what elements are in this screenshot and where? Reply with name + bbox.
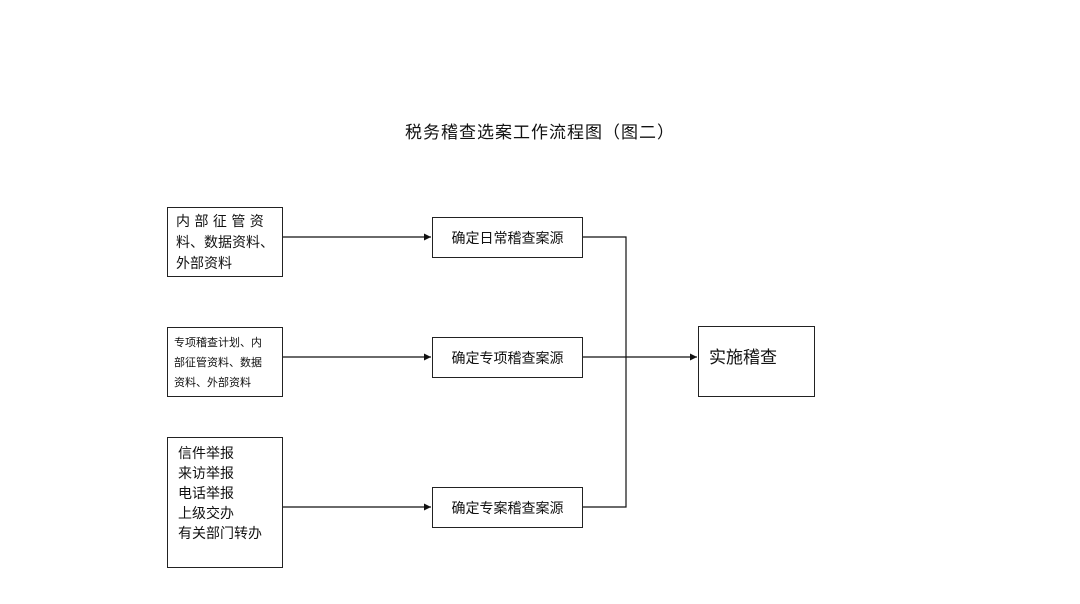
- step-box-routine: 确定日常稽查案源: [432, 217, 583, 258]
- source-line: 有关部门转办: [178, 526, 262, 542]
- step-box-case: 确定专案稽查案源: [432, 487, 583, 528]
- source-box-special-plan: 专项稽查计划、内 部征管资料、数据 资料、外部资料: [167, 327, 283, 397]
- connector-step3-to-bus: [583, 357, 627, 508]
- source-line: 内 部 征 管 资: [176, 214, 264, 230]
- source-line: 外部资料: [176, 256, 232, 272]
- target-box-implement-inspection: 实施稽查: [698, 326, 815, 397]
- source-line: 电话举报: [178, 486, 234, 502]
- source-line: 专项稽查计划、内: [174, 336, 262, 349]
- source-box-reports: 信件举报 来访举报 电话举报 上级交办 有关部门转办: [167, 437, 283, 568]
- source-line: 部征管资料、数据: [174, 356, 262, 369]
- source-box-internal-data: 内 部 征 管 资 料、数据资料、 外部资料: [167, 207, 283, 277]
- source-line: 料、数据资料、: [176, 235, 274, 251]
- step-label: 确定日常稽查案源: [451, 230, 564, 247]
- source-line: 信件举报: [178, 446, 234, 462]
- source-line: 来访举报: [178, 466, 234, 482]
- step-box-special: 确定专项稽查案源: [432, 337, 583, 378]
- target-label: 实施稽查: [709, 348, 777, 368]
- step-label: 确定专项稽查案源: [451, 350, 564, 367]
- source-line: 资料、外部资料: [174, 376, 251, 389]
- connector-step1-to-bus: [583, 236, 627, 357]
- step-label: 确定专案稽查案源: [451, 500, 564, 517]
- source-line: 上级交办: [178, 506, 234, 522]
- diagram-title: 税务稽查选案工作流程图（图二）: [405, 123, 675, 143]
